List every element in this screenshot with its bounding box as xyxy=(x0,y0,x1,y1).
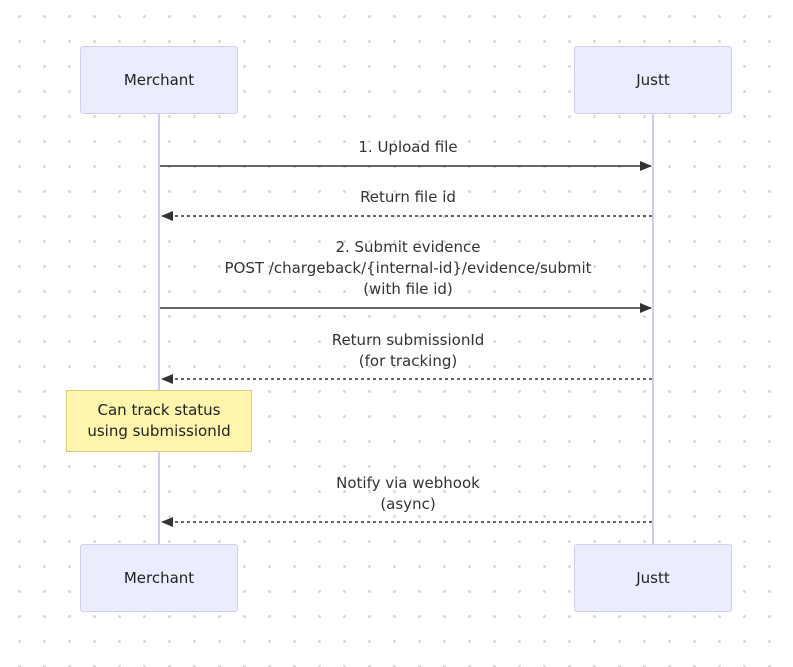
tracking-note-line1: Can track status xyxy=(97,401,221,419)
notify-webhook-label: Notify via webhook xyxy=(336,474,480,492)
submit-evidence-note: (with file id) xyxy=(363,280,453,298)
notify-webhook-note: (async) xyxy=(380,495,436,513)
merchant-actor-bottom: Merchant xyxy=(80,544,238,612)
justt-actor-top: Justt xyxy=(574,46,732,114)
justt-actor-bottom: Justt xyxy=(574,544,732,612)
return-file-id-label: Return file id xyxy=(360,188,456,206)
justt-actor-top-label: Justt xyxy=(636,71,670,89)
submit-evidence-label: 2. Submit evidence xyxy=(335,238,481,256)
return-file-id-message: Return file id xyxy=(161,187,655,208)
merchant-actor-top-label: Merchant xyxy=(123,71,195,89)
notify-webhook-message: Notify via webhook (async) xyxy=(161,473,655,515)
justt-actor-bottom-label: Justt xyxy=(636,569,670,587)
upload-file-message: 1. Upload file xyxy=(161,137,655,158)
merchant-actor-bottom-label: Merchant xyxy=(123,569,195,587)
submit-evidence-endpoint: POST /chargeback/{internal-id}/evidence/… xyxy=(224,259,592,277)
upload-file-label: 1. Upload file xyxy=(358,138,458,156)
return-submission-id-message: Return submissionId (for tracking) xyxy=(161,330,655,372)
return-submission-id-label: Return submissionId xyxy=(331,331,485,349)
justt-lifeline xyxy=(652,114,654,544)
tracking-note: Can track status using submissionId xyxy=(66,390,252,452)
merchant-actor-top: Merchant xyxy=(80,46,238,114)
return-submission-id-note: (for tracking) xyxy=(358,352,458,370)
tracking-note-line2: using submissionId xyxy=(87,422,231,440)
submit-evidence-message: 2. Submit evidence POST /chargeback/{int… xyxy=(161,237,655,300)
merchant-lifeline xyxy=(158,114,160,544)
